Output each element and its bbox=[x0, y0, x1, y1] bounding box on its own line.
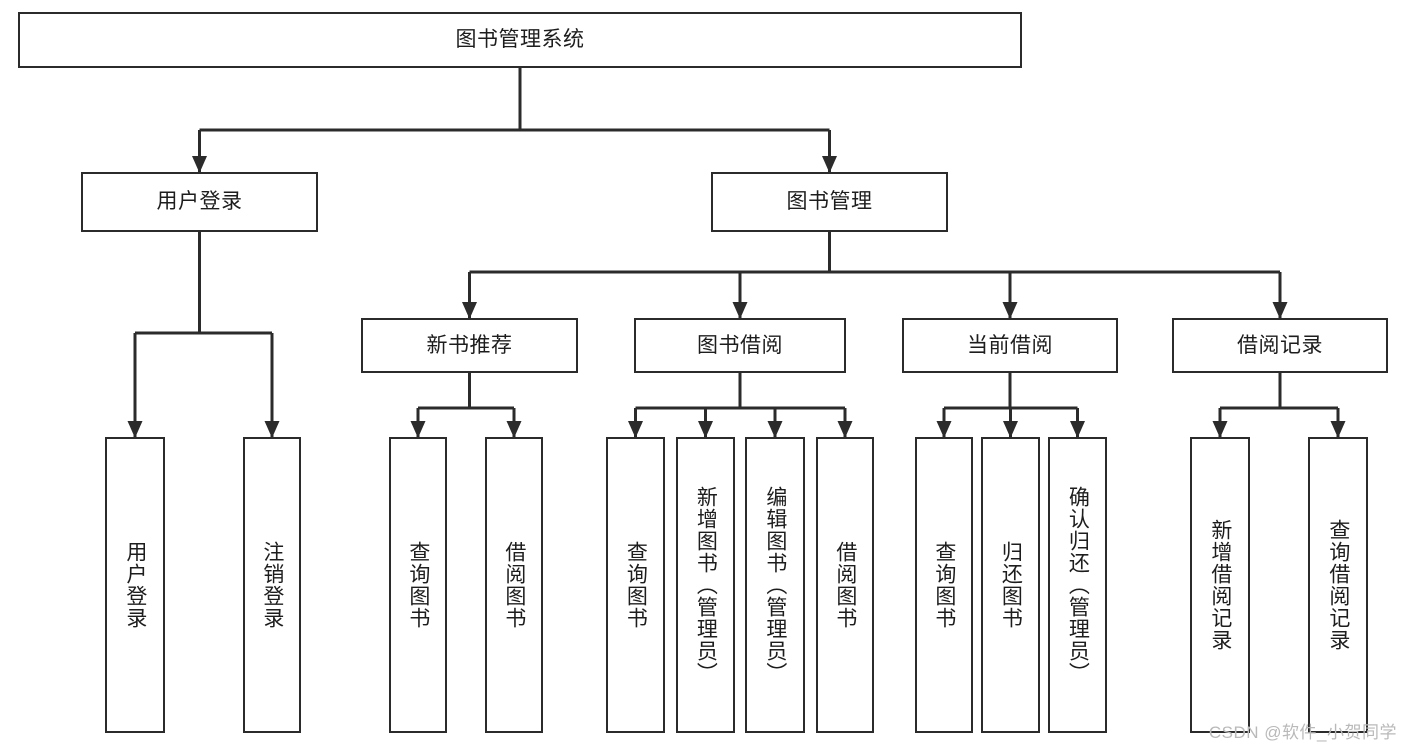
node-user-login[interactable]: 用户登录 bbox=[81, 172, 318, 232]
node-label-leaf-query-book-rec: 查询图书 bbox=[406, 541, 430, 629]
node-label-user-login: 用户登录 bbox=[156, 190, 243, 214]
node-label-leaf-logout: 注销登录 bbox=[260, 541, 284, 629]
node-leaf-return-book[interactable]: 归还图书 bbox=[981, 437, 1040, 733]
arrowhead-icon bbox=[127, 421, 143, 438]
arrowhead-icon bbox=[767, 421, 783, 438]
node-label-leaf-query-record: 查询借阅记录 bbox=[1326, 519, 1350, 651]
node-leaf-add-book[interactable]: 新增图书（管理员） bbox=[676, 437, 735, 733]
node-leaf-edit-book[interactable]: 编辑图书（管理员） bbox=[745, 437, 805, 733]
arrowhead-icon bbox=[192, 156, 207, 173]
arrowhead-icon bbox=[732, 302, 748, 319]
node-leaf-user-login[interactable]: 用户登录 bbox=[105, 437, 165, 733]
arrowhead-icon bbox=[822, 156, 837, 173]
node-leaf-query-record[interactable]: 查询借阅记录 bbox=[1308, 437, 1368, 733]
arrowhead-icon bbox=[1003, 421, 1018, 438]
node-leaf-borrow-book[interactable]: 借阅图书 bbox=[816, 437, 874, 733]
arrowhead-icon bbox=[410, 421, 426, 438]
node-label-leaf-query-book-borrow: 查询图书 bbox=[624, 541, 648, 629]
node-label-new-book-recommend: 新书推荐 bbox=[426, 333, 513, 357]
node-root[interactable]: 图书管理系统 bbox=[18, 12, 1022, 68]
node-leaf-query-book-rec[interactable]: 查询图书 bbox=[389, 437, 447, 733]
node-label-leaf-query-book-current: 查询图书 bbox=[932, 541, 956, 629]
arrowhead-icon bbox=[506, 421, 522, 438]
node-leaf-query-book-current[interactable]: 查询图书 bbox=[915, 437, 973, 733]
arrowhead-icon bbox=[1272, 302, 1288, 319]
node-current-borrow[interactable]: 当前借阅 bbox=[902, 318, 1118, 373]
node-leaf-borrow-book-rec[interactable]: 借阅图书 bbox=[485, 437, 543, 733]
node-label-leaf-confirm-return: 确认归还（管理员） bbox=[1066, 486, 1090, 684]
arrowhead-icon bbox=[264, 421, 280, 438]
node-new-book-recommend[interactable]: 新书推荐 bbox=[361, 318, 578, 373]
node-leaf-add-record[interactable]: 新增借阅记录 bbox=[1190, 437, 1250, 733]
node-book-borrow[interactable]: 图书借阅 bbox=[634, 318, 846, 373]
node-label-leaf-return-book: 归还图书 bbox=[999, 541, 1023, 629]
arrowhead-icon bbox=[1002, 302, 1018, 319]
arrowhead-icon bbox=[1070, 421, 1085, 438]
node-label-leaf-user-login: 用户登录 bbox=[123, 541, 147, 629]
node-label-leaf-borrow-book-rec: 借阅图书 bbox=[502, 541, 526, 629]
arrowhead-icon bbox=[1212, 421, 1228, 438]
node-label-borrow-record: 借阅记录 bbox=[1237, 333, 1323, 357]
node-label-leaf-add-book: 新增图书（管理员） bbox=[694, 486, 718, 684]
node-leaf-logout[interactable]: 注销登录 bbox=[243, 437, 301, 733]
node-label-leaf-edit-book: 编辑图书（管理员） bbox=[763, 486, 787, 684]
arrowhead-icon bbox=[698, 421, 713, 438]
node-label-leaf-add-record: 新增借阅记录 bbox=[1208, 519, 1232, 651]
node-borrow-record[interactable]: 借阅记录 bbox=[1172, 318, 1388, 373]
arrowhead-icon bbox=[936, 421, 952, 438]
node-leaf-query-book-borrow[interactable]: 查询图书 bbox=[606, 437, 665, 733]
node-leaf-confirm-return[interactable]: 确认归还（管理员） bbox=[1048, 437, 1107, 733]
node-book-manage[interactable]: 图书管理 bbox=[711, 172, 948, 232]
arrowhead-icon bbox=[1330, 421, 1346, 438]
node-label-book-borrow: 图书借阅 bbox=[697, 333, 783, 357]
node-label-root: 图书管理系统 bbox=[455, 28, 585, 52]
node-label-leaf-borrow-book: 借阅图书 bbox=[833, 541, 857, 629]
node-label-book-manage: 图书管理 bbox=[786, 190, 873, 214]
arrowhead-icon bbox=[628, 421, 643, 438]
arrowhead-icon bbox=[837, 421, 853, 438]
arrowhead-icon bbox=[462, 302, 477, 319]
node-label-current-borrow: 当前借阅 bbox=[967, 333, 1053, 357]
